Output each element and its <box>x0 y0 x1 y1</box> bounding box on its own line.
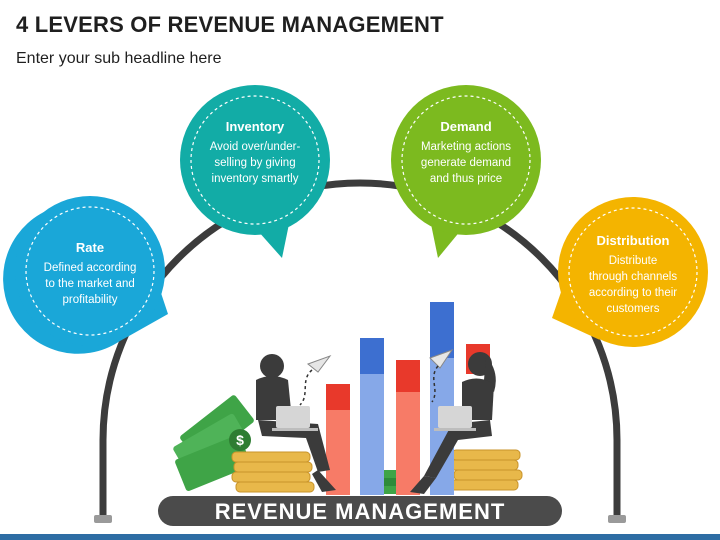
bar-2 <box>360 338 384 374</box>
bar-3-base <box>396 392 420 495</box>
lever-inventory-line-2: selling by giving <box>214 157 296 169</box>
bar-4 <box>430 302 454 358</box>
lever-demand: Demand Marketing actions generate demand… <box>402 119 530 187</box>
money-stack-icon: $ <box>173 395 254 491</box>
lever-demand-line-3: and thus price <box>429 173 503 185</box>
pin-distribution <box>552 197 708 347</box>
lever-rate-heading: Rate <box>75 240 105 255</box>
banner-bg <box>158 496 562 526</box>
lever-demand-line-1: Marketing actions <box>420 141 512 153</box>
lever-demand-heading: Demand <box>440 119 492 134</box>
pin-rate <box>3 196 168 354</box>
lever-inventory-line-3: inventory smartly <box>211 173 299 185</box>
pin-inventory <box>180 85 330 258</box>
lever-inventory: Inventory Avoid over/under- selling by g… <box>191 119 319 187</box>
lever-distribution-heading: Distribution <box>596 233 670 248</box>
lever-inventory-line-1: Avoid over/under- <box>209 141 301 153</box>
coin-stack-right-icon <box>449 449 523 491</box>
pin-demand <box>391 85 541 258</box>
lever-distribution-line-3: according to their <box>588 287 678 299</box>
lever-distribution-line-4: customers <box>606 303 660 315</box>
banner-label: REVENUE MANAGEMENT <box>214 499 506 524</box>
bar-3 <box>396 360 420 392</box>
lever-distribution-line-1: Distribute <box>608 255 658 267</box>
lever-distribution: Distribution Distribute through channels… <box>569 233 697 317</box>
bar-2-base <box>360 374 384 495</box>
bar-1 <box>326 384 350 410</box>
lever-demand-line-2: generate demand <box>420 157 512 169</box>
page-subtitle: Enter your sub headline here <box>16 50 222 67</box>
bar-1-base <box>326 410 350 495</box>
paper-plane-right-icon <box>429 349 454 369</box>
lever-distribution-line-2: through channels <box>588 271 678 283</box>
arc-foot-left <box>94 515 112 523</box>
bar-chart-illustration <box>326 302 490 495</box>
page-title: 4 LEVERS OF REVENUE MANAGEMENT <box>16 12 444 37</box>
money-bundle-icon <box>372 470 412 494</box>
lever-rate-line-3: profitability <box>62 294 118 306</box>
svg-text:$: $ <box>236 432 244 448</box>
person-left-icon <box>256 354 336 492</box>
arc-foot-right <box>608 515 626 523</box>
lever-rate: Rate Defined according to the market and… <box>26 240 154 308</box>
lever-rate-line-2: to the market and <box>45 278 135 290</box>
person-right-icon <box>410 352 496 494</box>
paper-plane-left-icon <box>306 354 332 373</box>
lever-rate-line-1: Defined according <box>43 262 137 274</box>
footer-line <box>0 534 720 540</box>
lever-inventory-heading: Inventory <box>225 119 285 134</box>
coin-stack-left-icon <box>231 451 315 493</box>
